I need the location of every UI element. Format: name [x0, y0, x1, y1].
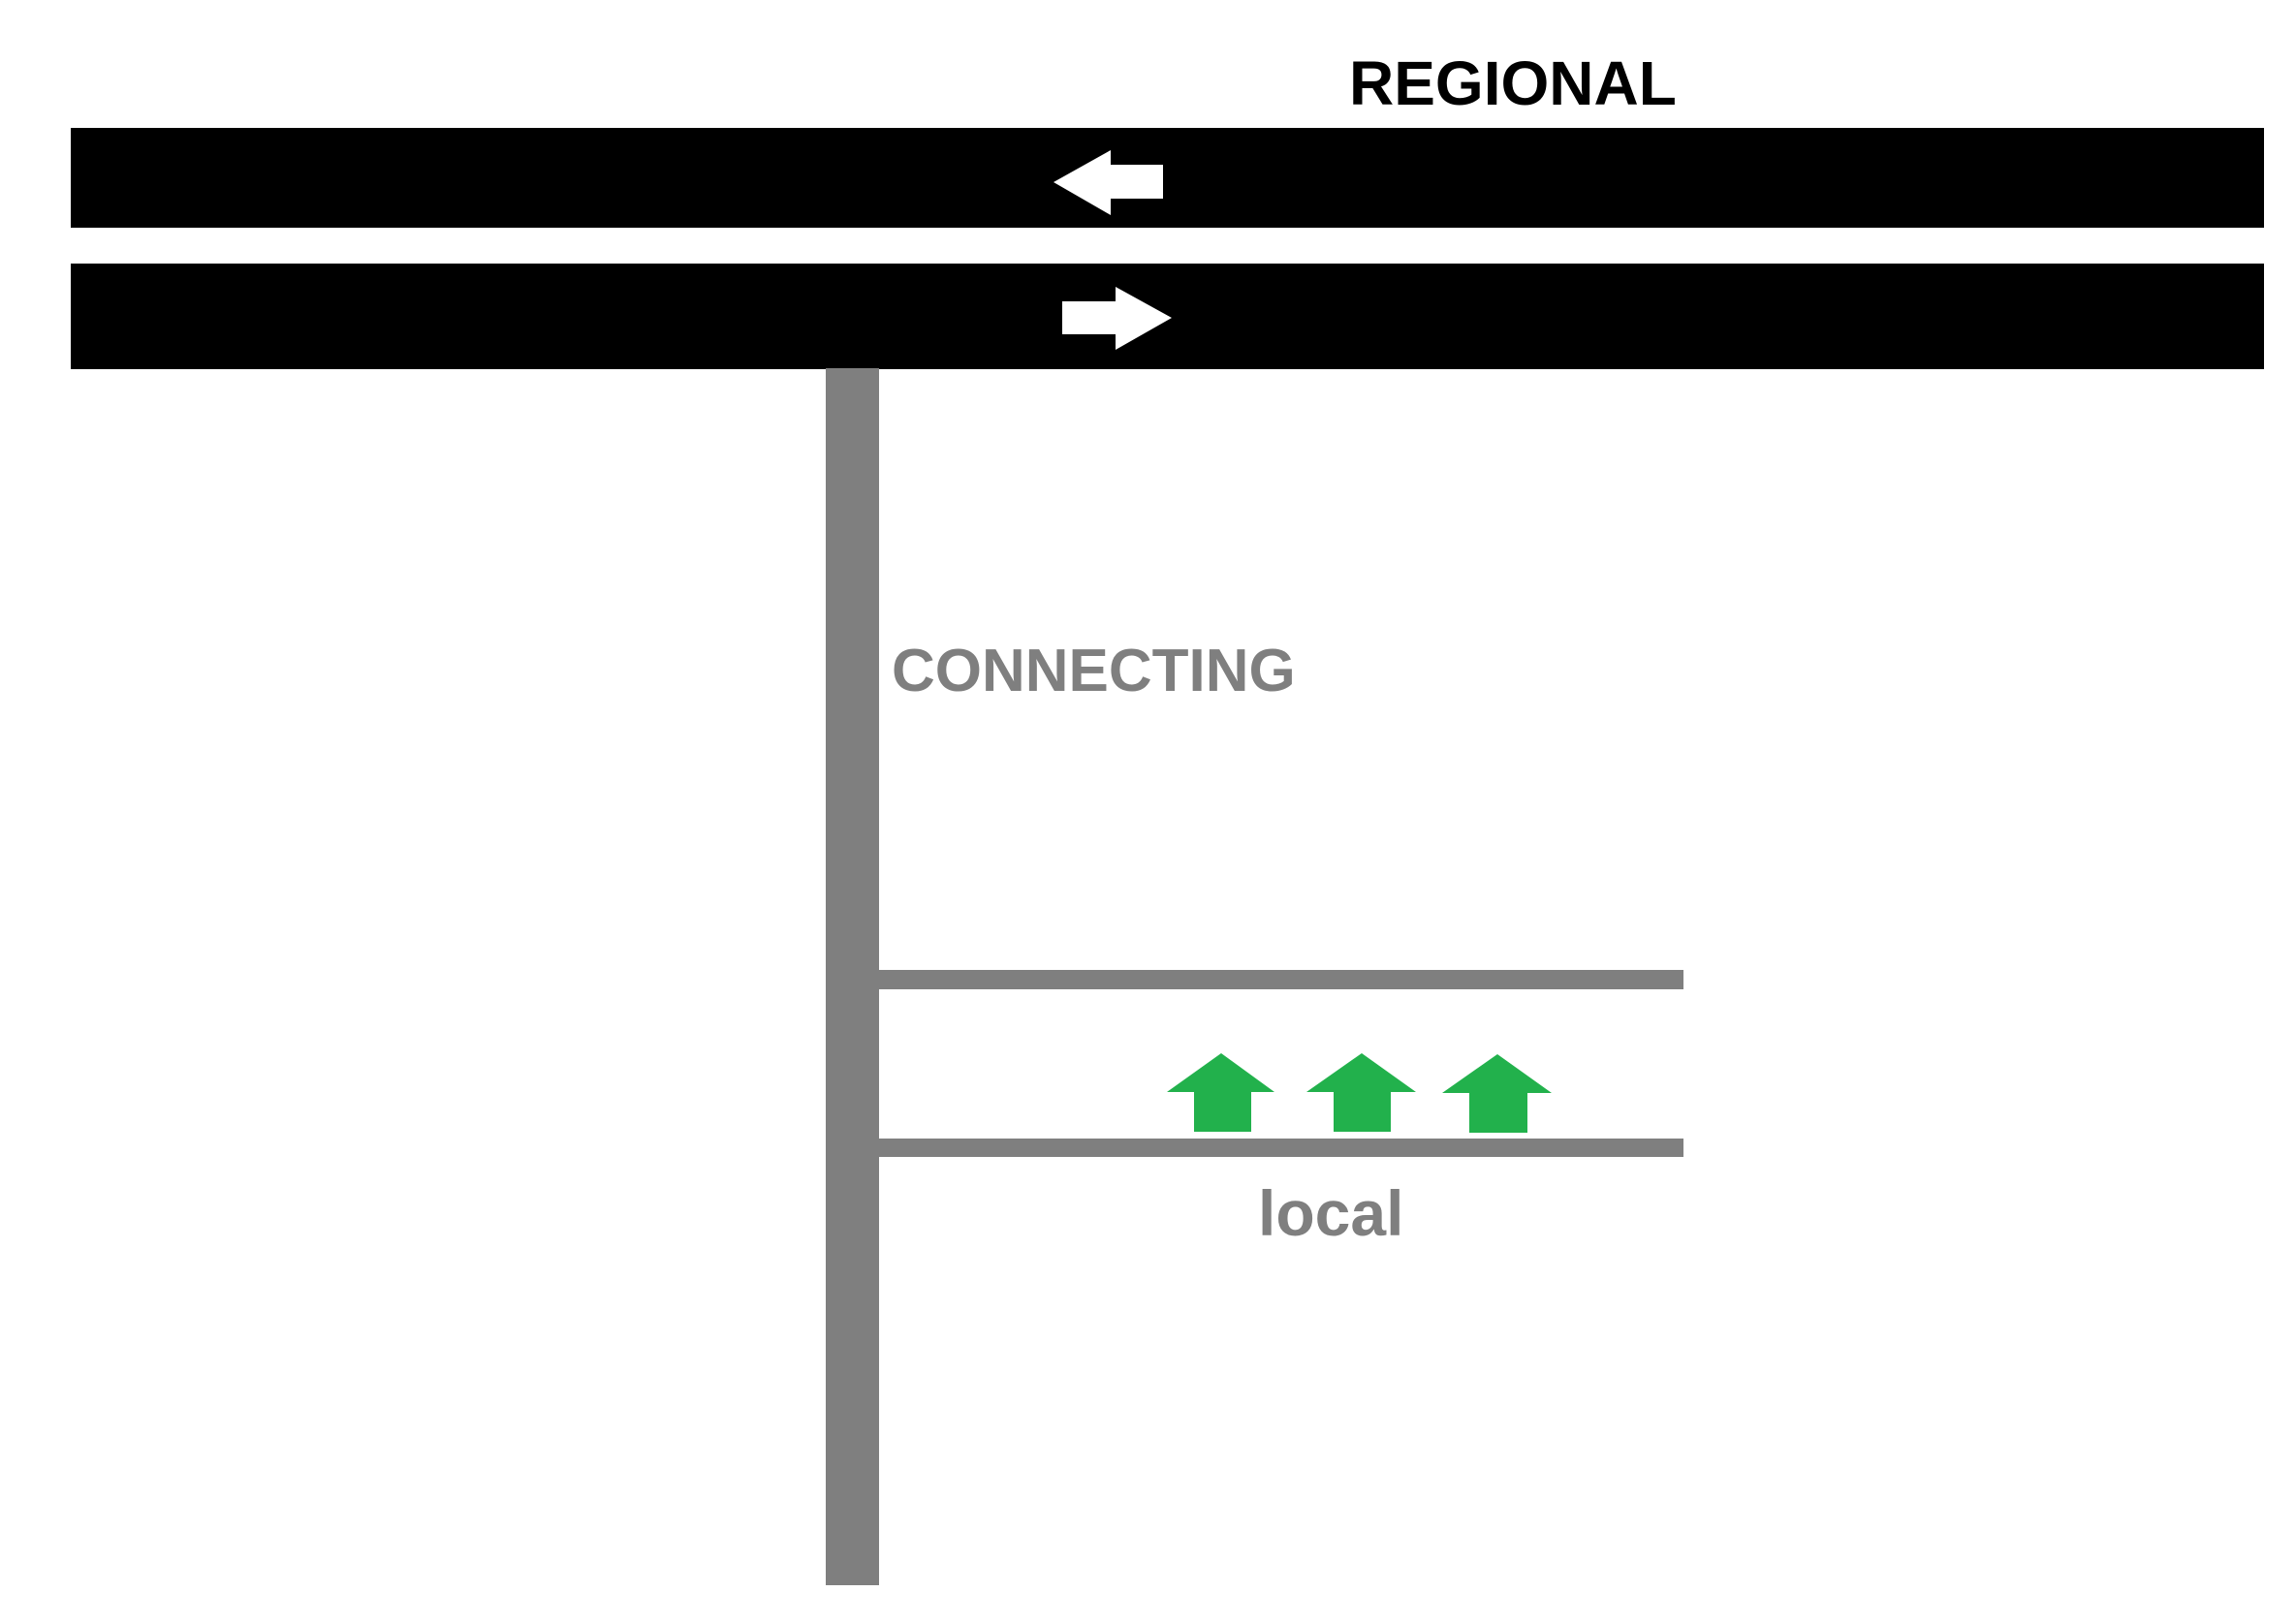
- arrow-up-icon: [1167, 1053, 1274, 1132]
- local-road-lower: [879, 1139, 1683, 1157]
- regional-label: REGIONAL: [1349, 48, 1677, 118]
- arrow-up-icon: [1442, 1054, 1552, 1133]
- connecting-road: [826, 368, 879, 1585]
- local-label: local: [1258, 1177, 1403, 1249]
- local-road-upper: [879, 970, 1683, 989]
- connecting-label: CONNECTING: [892, 638, 1296, 704]
- regional-road-westbound: [71, 128, 2264, 228]
- arrow-up-icon: [1306, 1053, 1416, 1132]
- arrow-left-icon: [1054, 150, 1163, 215]
- arrow-right-icon: [1062, 287, 1172, 350]
